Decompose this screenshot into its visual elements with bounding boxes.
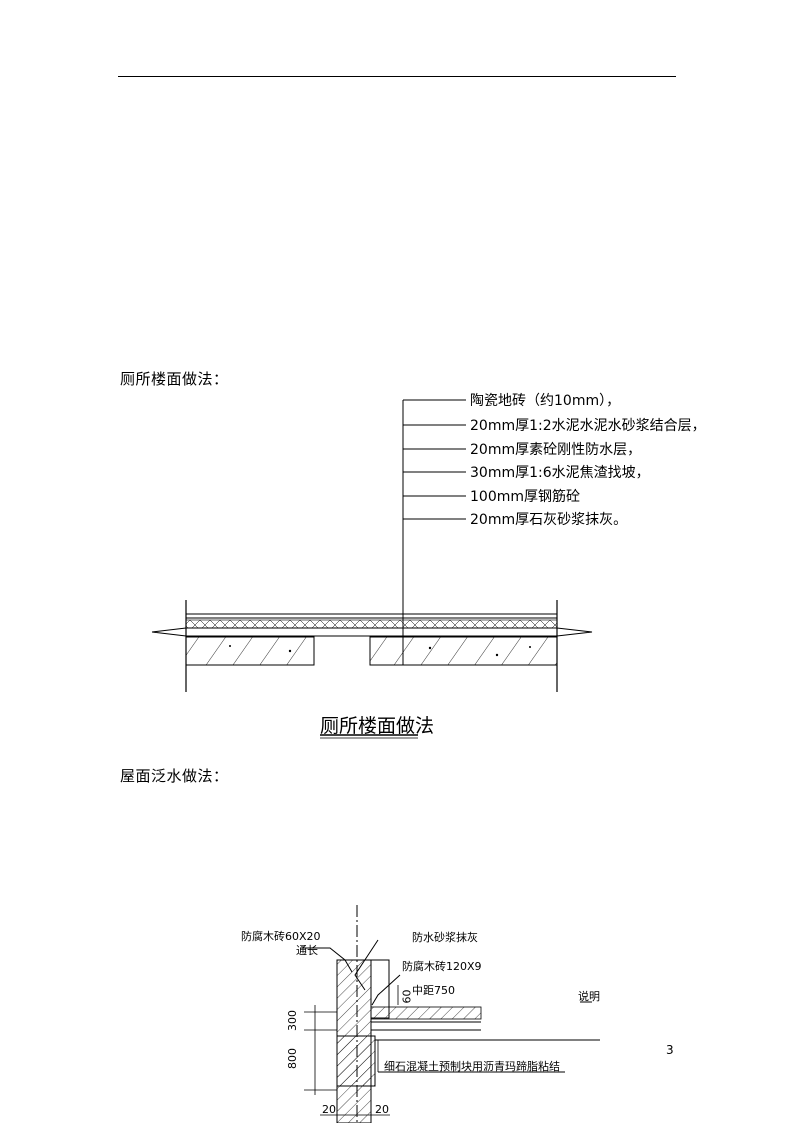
label-waterproof-mortar: 防水砂浆抹灰 <box>412 931 478 944</box>
label-wood-brick: 防腐木砖60X20 <box>241 930 321 943</box>
label-full-length: 通长 <box>296 944 318 957</box>
layer-label-4: 30mm厚1:6水泥焦渣找坡， <box>470 465 650 481</box>
section-title-roof-flashing: 屋面泛水做法： <box>120 767 229 785</box>
slab-right <box>369 636 558 666</box>
label-dim-60: 60 <box>400 989 414 1004</box>
roof-layers <box>370 1006 482 1020</box>
roof-beam <box>336 1035 376 1087</box>
section-title-toilet-floor: 厕所楼面做法： <box>120 370 229 388</box>
label-wood-brick-2: 防腐木砖120X9 <box>402 960 482 973</box>
header-rule <box>118 76 676 77</box>
layer-label-3: 20mm厚素砼刚性防水层， <box>470 442 642 458</box>
layer-label-6: 20mm厚石灰砂浆抹灰。 <box>470 512 628 528</box>
label-dim-300: 300 <box>286 1010 299 1031</box>
page-number: 3 <box>666 1043 674 1057</box>
floor-detail-caption: 厕所楼面做法 <box>320 715 435 737</box>
leader-ticks <box>403 399 466 520</box>
slab-left <box>185 636 315 666</box>
label-dim-20-right: 20 <box>375 1103 389 1116</box>
label-cut-text: 说明 <box>578 990 600 1003</box>
label-spacing: 中距750 <box>412 984 455 997</box>
label-dim-800: 800 <box>286 1048 299 1069</box>
label-dim-20-left: 20 <box>322 1103 336 1116</box>
layer-label-5: 100mm厚钢筋砼 <box>470 489 580 505</box>
label-concrete-note: 细石混凝土预制块用沥青玛蹄脂粘结 <box>384 1060 560 1073</box>
layer-label-2: 20mm厚1:2水泥水泥水砂浆结合层， <box>470 418 706 434</box>
layer-label-1: 陶瓷地砖（约10mm）， <box>470 393 621 409</box>
